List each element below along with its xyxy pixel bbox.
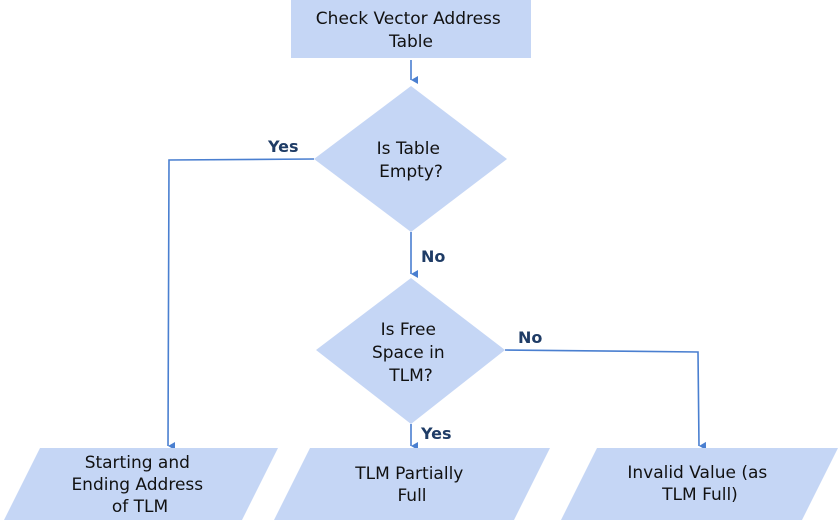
decision-diamond <box>314 86 507 232</box>
node-label-line: TLM Partially <box>354 464 463 484</box>
edge-labels: Yes No Yes No <box>267 137 542 443</box>
node-label: Check Vector Address Table <box>316 9 506 52</box>
node-label-line: Check Vector Address <box>316 9 501 29</box>
node-starting-and-ending-address: Starting and Ending Address of TLM <box>4 448 278 520</box>
edge-space-no <box>504 349 707 450</box>
io-parallelogram <box>274 448 550 520</box>
edges <box>167 60 707 451</box>
node-label-line: Space in <box>372 343 445 363</box>
node-tlm-partially-full: TLM Partially Full <box>274 448 550 520</box>
edge-label-empty-no: No <box>421 247 445 266</box>
node-is-free-space-in-tlm: Is Free Space in TLM? <box>316 278 505 424</box>
node-label-line: Full <box>397 486 426 506</box>
node-label-line: of TLM <box>112 497 168 517</box>
io-parallelogram <box>561 448 838 520</box>
node-label-line: Ending Address <box>71 475 203 495</box>
node-label: Is Table Empty? <box>377 139 446 182</box>
node-label-line: Is Free <box>381 320 436 340</box>
edge-empty-yes <box>167 158 315 451</box>
edge-label-empty-yes: Yes <box>267 137 299 156</box>
node-label-line: Table <box>388 32 433 52</box>
node-label-line: TLM Full) <box>661 485 738 505</box>
node-label: Starting and Ending Address of TLM <box>71 453 208 517</box>
process-box <box>291 0 531 58</box>
node-label-line: Is Table <box>377 139 440 159</box>
node-label: TLM Partially Full <box>354 464 469 506</box>
node-is-table-empty: Is Table Empty? <box>314 86 507 232</box>
edge-label-space-yes: Yes <box>420 424 452 443</box>
node-label-line: Starting and <box>85 453 190 473</box>
decision-diamond <box>316 278 505 424</box>
node-label: Invalid Value (as TLM Full) <box>627 463 772 505</box>
node-check-vector-address-table: Check Vector Address Table <box>291 0 531 58</box>
node-label-line: TLM? <box>388 366 433 386</box>
node-invalid-value: Invalid Value (as TLM Full) <box>561 448 838 520</box>
node-label-line: Invalid Value (as <box>627 463 767 483</box>
io-parallelogram <box>4 448 278 520</box>
node-label-line: Empty? <box>379 162 443 182</box>
edge-label-space-no: No <box>518 328 542 347</box>
node-label: Is Free Space in TLM? <box>372 320 450 386</box>
